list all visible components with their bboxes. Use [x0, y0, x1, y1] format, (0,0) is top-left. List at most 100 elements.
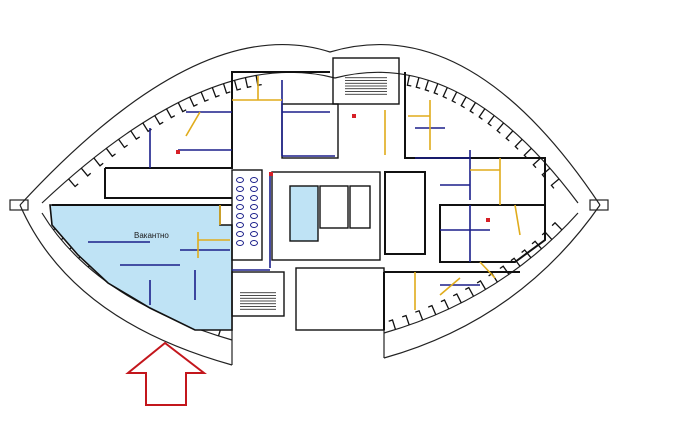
facade-fin — [496, 122, 505, 134]
facade-fin — [177, 102, 187, 113]
toilet-fixture — [236, 240, 244, 246]
toilet-fixture — [250, 240, 258, 246]
toilet-fixture — [250, 177, 258, 183]
facade-fin — [514, 138, 523, 150]
facade-fin — [532, 157, 542, 169]
facade-fin — [93, 157, 104, 167]
partition-upper-left — [149, 111, 232, 168]
right-column-cap — [589, 199, 609, 211]
partition-yellow-top-right — [384, 100, 431, 155]
toilet-fixture — [250, 195, 258, 201]
vacant-area — [49, 204, 233, 331]
toilet-fixture — [236, 186, 244, 192]
facade-fin — [531, 240, 543, 250]
service-block-right — [384, 171, 426, 255]
outer-lower-arc-right — [383, 204, 601, 359]
facade-fin — [541, 167, 551, 179]
partition-yellow-right-wing — [470, 158, 521, 236]
lower-center-room — [295, 267, 385, 331]
facade-fin — [478, 108, 486, 120]
partition-lower-right — [440, 205, 490, 286]
facade-fin — [424, 80, 430, 92]
elevator-shaft-left — [289, 185, 319, 242]
facade-fin — [460, 96, 467, 109]
facade-fin — [154, 115, 164, 126]
toilet-fixture — [236, 204, 244, 210]
facade-fin — [440, 299, 450, 310]
partition-yellow-vacant — [197, 205, 230, 258]
facade-fin — [427, 304, 437, 316]
facade-fin — [80, 167, 92, 177]
blue-partitions — [88, 80, 490, 305]
facade-fin — [68, 178, 79, 188]
toilet-fixture — [236, 177, 244, 183]
outer-upper-arc — [19, 44, 601, 206]
partition-vacant-inner — [88, 241, 230, 305]
toilet-fixture — [250, 231, 258, 237]
facade-fin — [523, 147, 532, 159]
facade-fin — [189, 96, 198, 107]
facade-fin — [406, 75, 412, 87]
partition-yellow-lower-right — [414, 261, 496, 310]
facade-fin — [521, 249, 532, 259]
building-core — [231, 57, 400, 331]
facade-fin — [255, 75, 262, 86]
inner-upper-arc — [41, 71, 579, 204]
toilet-fixture — [236, 231, 244, 237]
vacant-label: Вакантно — [134, 231, 169, 240]
door-marker-upper — [352, 114, 356, 118]
toilet-fixture — [250, 213, 258, 219]
upper-left-office-wall — [105, 71, 330, 169]
facade-fin — [476, 280, 487, 290]
facade-fin — [487, 115, 495, 127]
facade-fin — [200, 91, 209, 103]
door-markers — [176, 114, 490, 222]
facade-fin — [442, 87, 448, 99]
facade-fin — [415, 309, 424, 321]
facade-fin — [211, 87, 220, 98]
facade-fin — [388, 319, 397, 330]
partition-core-left — [232, 172, 271, 271]
door-marker-core — [269, 172, 273, 176]
washroom-block — [231, 169, 263, 261]
facade-fin — [510, 257, 521, 267]
inner-lower-arc-right — [383, 212, 579, 334]
partition-upper-mid — [281, 80, 335, 157]
stair-treads — [240, 77, 387, 310]
left-column-cap — [9, 199, 29, 211]
upper-right-office-wall — [404, 72, 546, 205]
outer-lower-arc-left — [19, 204, 233, 366]
facade-fin — [452, 293, 462, 304]
facade-fin — [505, 130, 514, 142]
facade-fin — [165, 108, 176, 119]
facade-fin — [541, 231, 553, 241]
facade-fin — [105, 147, 116, 158]
toilet-fixture — [250, 204, 258, 210]
facade-fin — [551, 221, 563, 231]
right-corridor-wall — [439, 204, 546, 263]
toilet-fixture — [236, 195, 244, 201]
elevator-shaft-center — [319, 185, 349, 229]
facade-fin — [233, 80, 242, 91]
facade-fin — [244, 77, 252, 89]
up-arrow-outline-icon — [125, 341, 207, 406]
facade-fin — [451, 91, 458, 104]
toilet-fixture — [250, 222, 258, 228]
core-outline — [271, 171, 381, 261]
washroom-fixtures — [236, 177, 258, 246]
upper-stair-core — [332, 57, 400, 105]
facade-fin — [469, 102, 477, 114]
facade-fin — [401, 314, 410, 326]
facade-fin — [550, 178, 560, 189]
left-corridor-wall — [104, 168, 232, 199]
toilet-fixture — [236, 222, 244, 228]
facade-fin — [130, 130, 141, 140]
facade-fin — [415, 77, 421, 89]
elevator-shaft-right — [349, 185, 371, 229]
facade-fin — [433, 83, 439, 96]
partition-yellow-top-left — [185, 76, 282, 137]
toilet-fixture — [250, 186, 258, 192]
facade-fin — [118, 138, 128, 149]
